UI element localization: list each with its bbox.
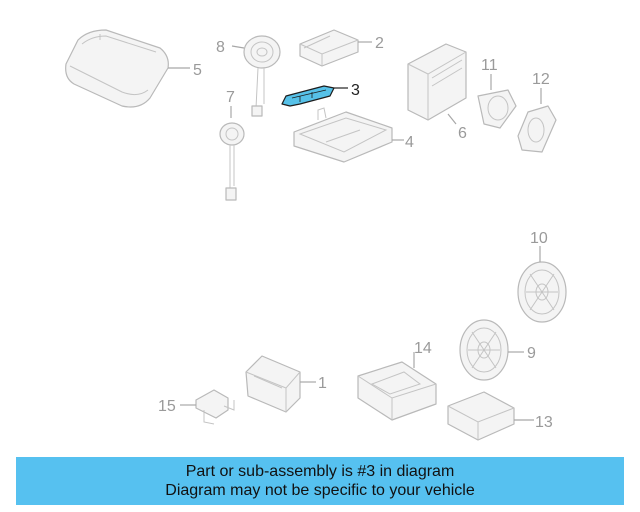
part-6-amplifier xyxy=(407,43,467,121)
callout-1: 1 xyxy=(318,375,327,392)
banner-part-number-text: Part or sub-assembly is #3 in diagram xyxy=(185,463,455,480)
callout-3: 3 xyxy=(351,82,360,99)
callout-7: 7 xyxy=(226,89,235,106)
part-3-highlighted-bracket xyxy=(281,85,335,107)
part-5-armrest-lid xyxy=(65,29,169,108)
callout-8: 8 xyxy=(216,39,225,56)
part-9-woofer xyxy=(459,319,509,381)
callout-2: 2 xyxy=(375,35,384,52)
exploded-parts-diagram: 5 8 2 3 7 4 xyxy=(65,29,567,441)
part-8-speaker xyxy=(243,35,281,117)
part-12-speaker-grille xyxy=(517,105,557,153)
leader-8 xyxy=(231,45,245,49)
callout-4: 4 xyxy=(405,134,414,151)
part-14-head-unit xyxy=(357,361,437,421)
part-11-tweeter xyxy=(477,89,517,129)
part-4-mounting-tray xyxy=(293,107,393,163)
info-banner: Part or sub-assembly is #3 in diagram Di… xyxy=(16,457,624,505)
leader-6 xyxy=(447,113,457,125)
part-7-speaker-harness xyxy=(219,122,245,201)
callout-15: 15 xyxy=(158,398,176,415)
callout-13: 13 xyxy=(535,414,553,431)
callout-14: 14 xyxy=(414,340,432,357)
callout-11: 11 xyxy=(481,57,498,74)
part-13-module-box xyxy=(447,391,515,441)
part-2-control-module xyxy=(299,29,359,67)
callout-5: 5 xyxy=(193,62,202,79)
callout-6: 6 xyxy=(458,125,467,142)
callout-10: 10 xyxy=(530,230,548,247)
callout-9: 9 xyxy=(527,345,536,362)
part-15-mounting-bracket xyxy=(195,389,235,425)
callout-12: 12 xyxy=(532,71,550,88)
banner-disclaimer-text: Diagram may not be specific to your vehi… xyxy=(165,482,475,499)
part-10-subwoofer xyxy=(517,261,567,323)
part-1-housing-bracket xyxy=(245,355,301,413)
